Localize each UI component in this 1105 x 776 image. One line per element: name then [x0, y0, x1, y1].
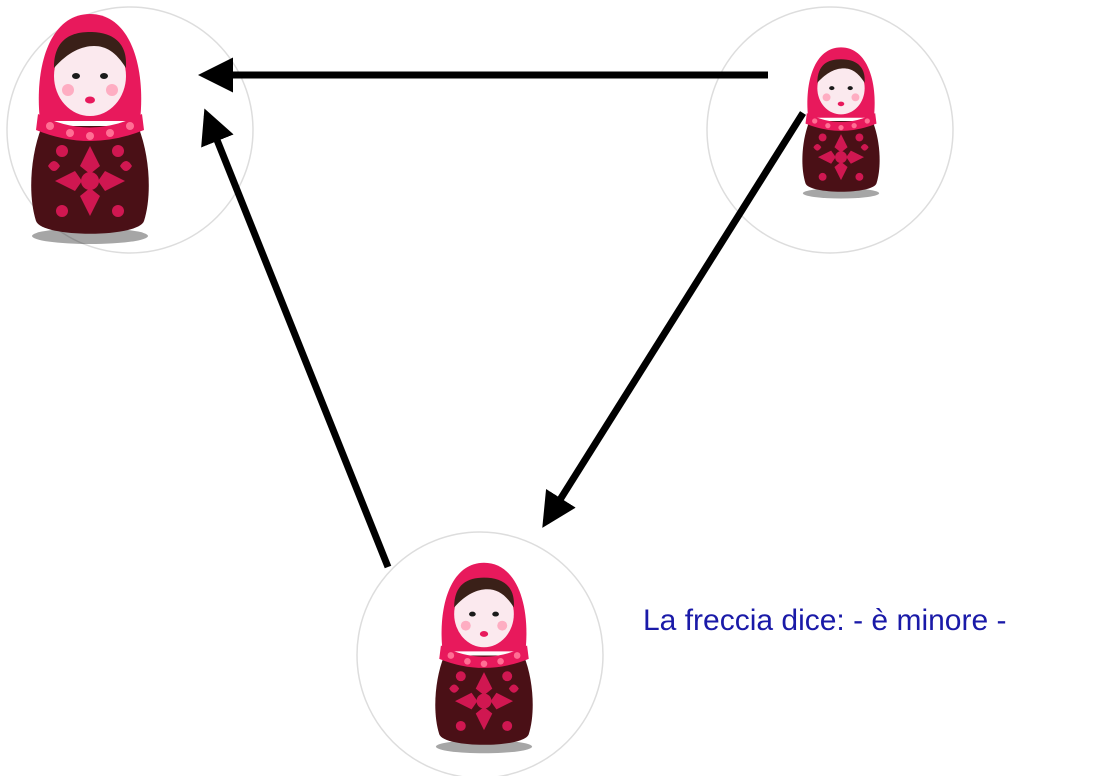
matryoshka-doll-icon — [435, 562, 533, 754]
diagram-caption: La freccia dice: - è minore - — [643, 604, 1007, 637]
node-circle — [6, 6, 254, 254]
node-small-doll — [706, 6, 954, 254]
matryoshka-doll-icon — [31, 14, 149, 244]
arrow-medium-to-large — [201, 108, 392, 569]
node-large-doll — [6, 6, 254, 254]
node-circle — [356, 531, 604, 776]
node-circle — [706, 6, 954, 254]
matryoshka-doll-icon — [802, 47, 880, 199]
arrow-small-to-medium — [542, 111, 806, 528]
node-medium-doll — [356, 531, 604, 776]
